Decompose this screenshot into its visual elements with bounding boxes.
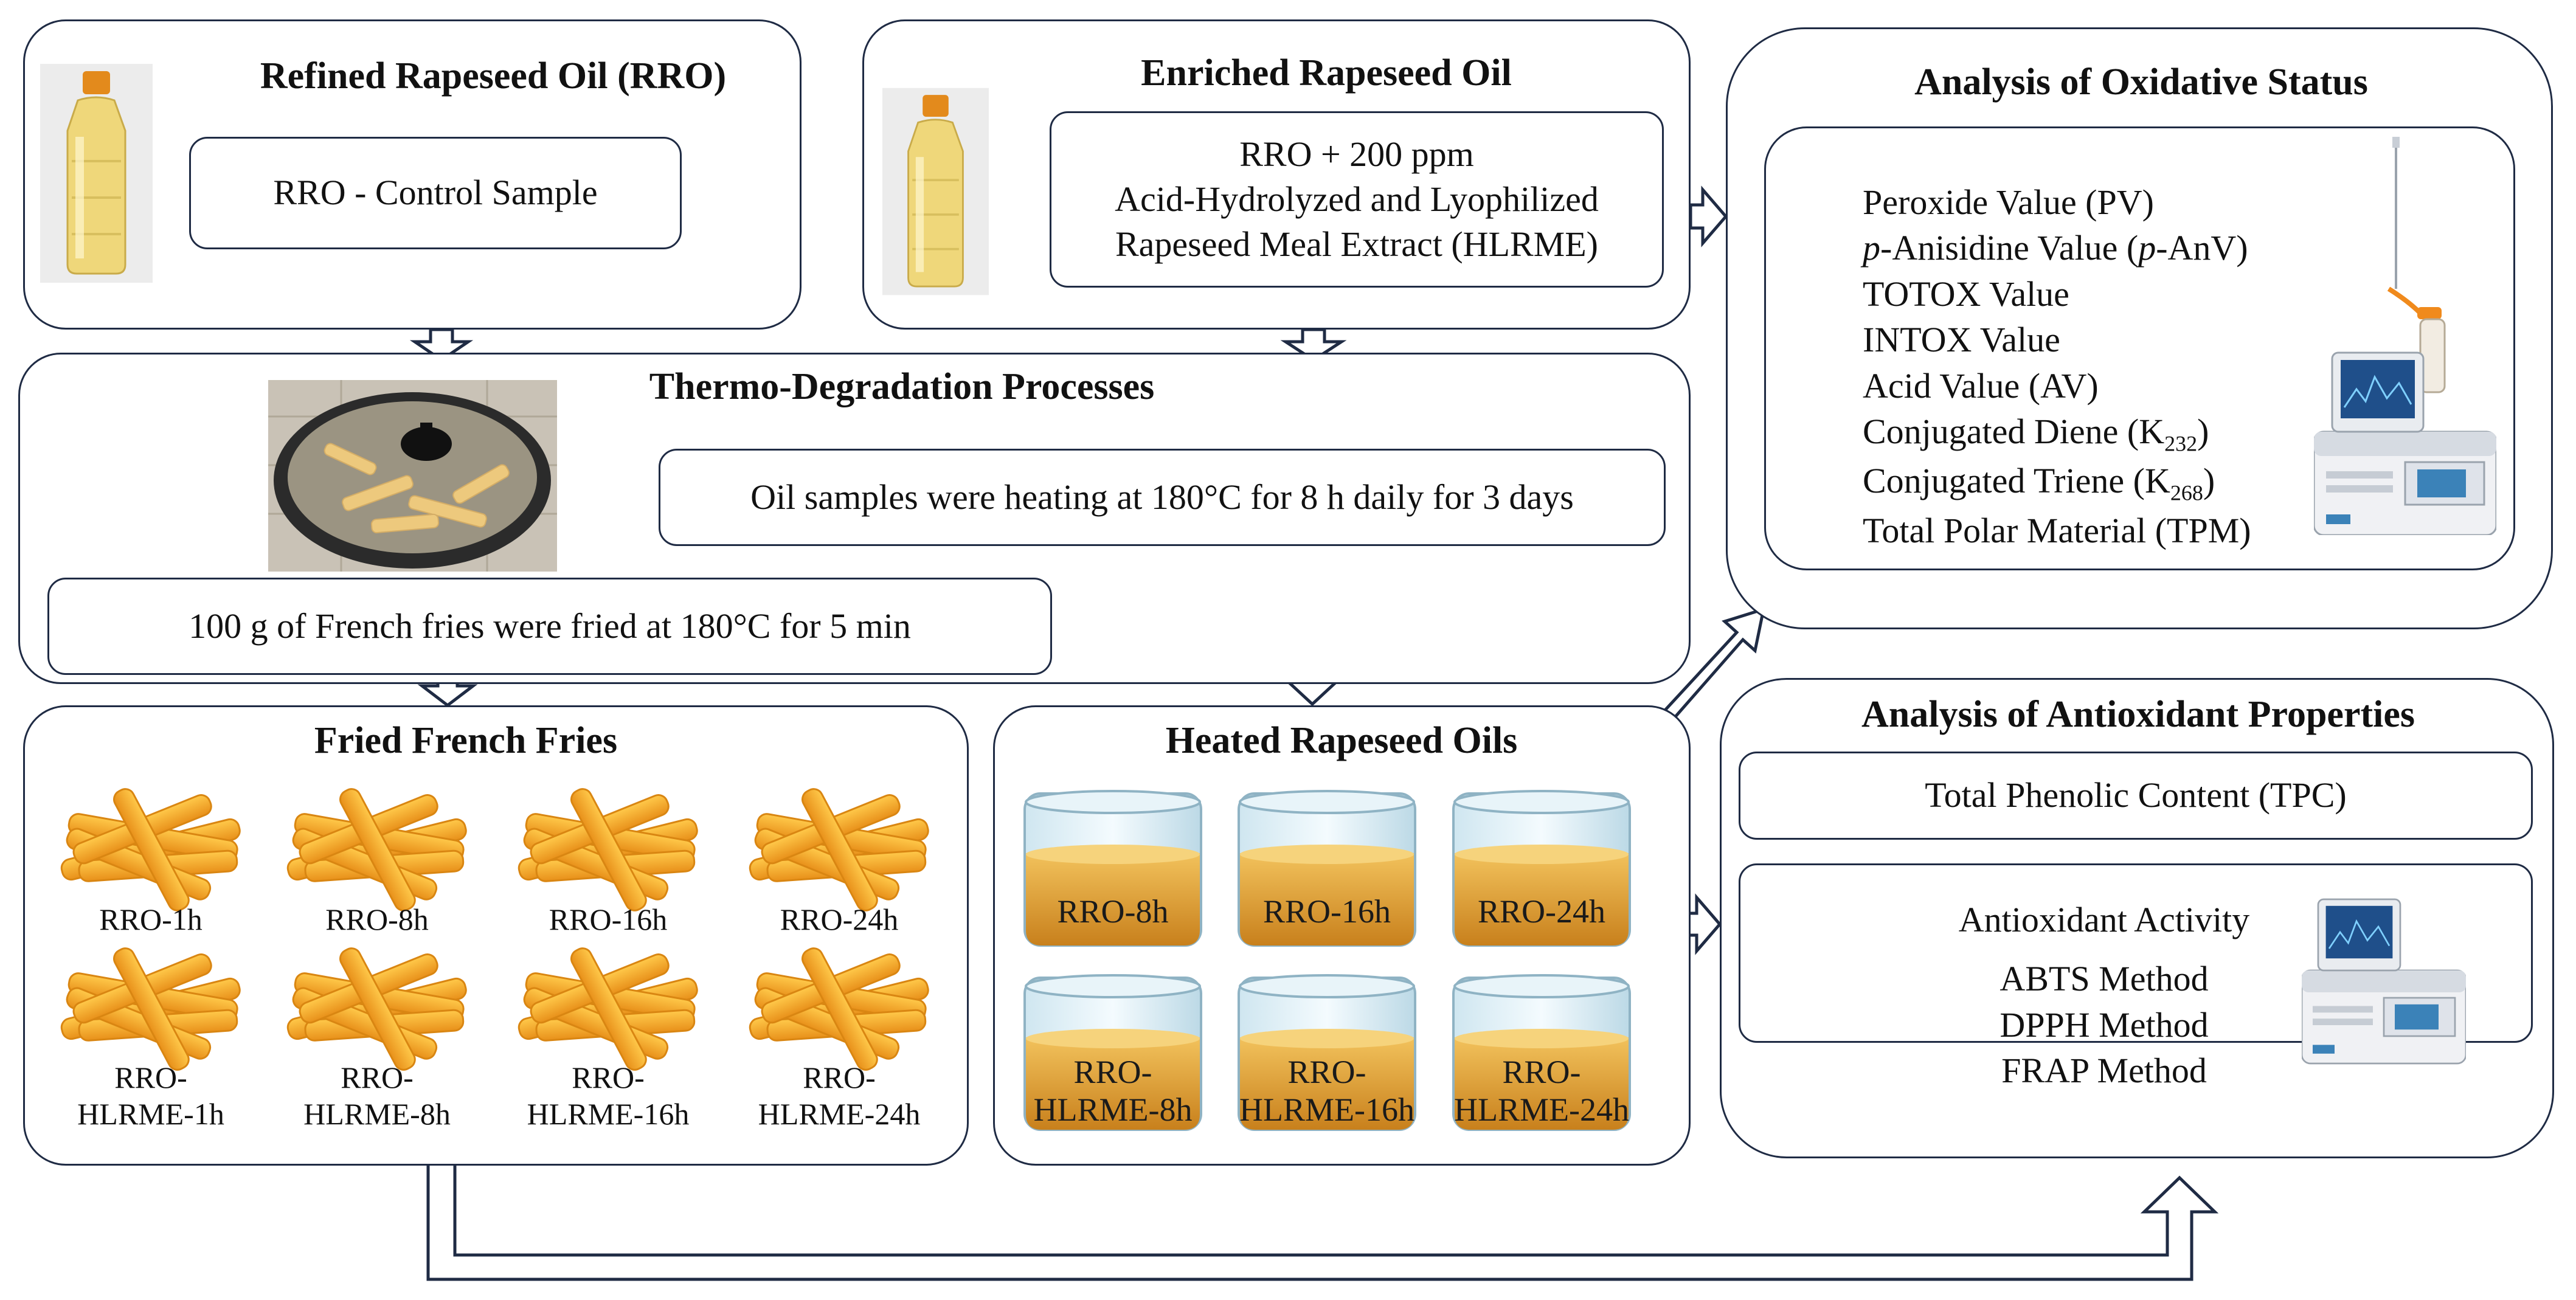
- fries-label-line: RRO-: [114, 1060, 187, 1094]
- frap-method: FRAP Method: [2001, 1051, 2207, 1091]
- composition-line-1: RRO + 200 ppm: [1239, 134, 1474, 174]
- antioxidant-box: Analysis of Antioxidant Properties Total…: [1720, 678, 2554, 1158]
- fries-label-rro-24h: RRO-24h: [780, 902, 899, 936]
- composition-line-3: Rapeseed Meal Extract (HLRME): [1115, 224, 1598, 264]
- spectrophotometer-icon: [2314, 351, 2496, 535]
- frying-pan-image: [268, 380, 557, 572]
- oil-label-line: RRO-: [1073, 1054, 1152, 1090]
- fries-label-line: HLRME-1h: [77, 1097, 224, 1131]
- fries-label-rro-8h: RRO-8h: [325, 902, 429, 936]
- oils-title: Heated Rapeseed Oils: [1165, 720, 1518, 761]
- diene-text: Conjugated Diene (K: [1863, 411, 2165, 451]
- totox-item: TOTOX Value: [1863, 274, 2069, 314]
- oil-label-line: RRO-: [1287, 1054, 1366, 1090]
- fries-label-rro-16h: RRO-16h: [549, 902, 668, 936]
- fries-label-line: HLRME-24h: [758, 1097, 921, 1131]
- dpph-method: DPPH Method: [2000, 1004, 2209, 1045]
- italic-p: p: [1863, 228, 1880, 268]
- pv-item: Peroxide Value (PV): [1863, 182, 2154, 222]
- oil-label-line: HLRME-8h: [1033, 1091, 1193, 1129]
- fries-label-rro-1h: RRO-1h: [99, 902, 203, 936]
- triene-text: Conjugated Triene (K: [1863, 461, 2170, 501]
- abts-method: ABTS Method: [2000, 959, 2209, 999]
- diene-item: Conjugated Diene (K232): [1863, 409, 2251, 458]
- paren: ): [2203, 461, 2215, 501]
- arrow-enriched-to-thermo: [1280, 328, 1347, 362]
- diene-subscript: 232: [2164, 431, 2198, 456]
- intox-item: INTOX Value: [1863, 320, 2060, 360]
- fries-label-hlrme-16h: RRO- HLRME-16h: [511, 1059, 705, 1132]
- fries-label-line: RRO-: [341, 1060, 414, 1094]
- heating-conditions: Oil samples were heating at 180°C for 8 …: [659, 449, 1666, 546]
- fries-label-line: RRO-: [803, 1060, 876, 1094]
- panv-item: p-Anisidine Value (p-AnV): [1863, 225, 2251, 271]
- fries-label-hlrme-8h: RRO- HLRME-8h: [280, 1059, 474, 1132]
- fries-label-hlrme-1h: RRO- HLRME-1h: [54, 1059, 248, 1132]
- antioxidant-methods-list: Antioxidant Activity ABTS Method DPPH Me…: [1952, 897, 2256, 1094]
- antioxidant-activity-label: Antioxidant Activity: [1958, 900, 2250, 939]
- fries-label-hlrme-24h: RRO- HLRME-24h: [742, 1059, 937, 1132]
- tpm-item: Total Polar Material (TPM): [1863, 510, 2251, 550]
- panv-text: -Anisidine Value (: [1880, 228, 2139, 268]
- arrow-enriched-to-oxidative: [1689, 185, 1728, 247]
- tpc-panel: Total Phenolic Content (TPC): [1739, 752, 2533, 840]
- frying-conditions: 100 g of French fries were fried at 180°…: [47, 578, 1052, 675]
- enriched-title: Enriched Rapeseed Oil: [1141, 52, 1512, 94]
- rro-box: Refined Rapeseed Oil (RRO) RRO - Control…: [23, 19, 802, 330]
- titration-burette-icon: [2387, 137, 2446, 393]
- oil-bottle-image: [882, 88, 989, 296]
- paren: ): [2197, 411, 2209, 451]
- oil-label-rro-8h: RRO-8h: [1057, 893, 1169, 930]
- fries-label-line: HLRME-16h: [527, 1097, 690, 1131]
- oil-label-line: HLRME-24h: [1454, 1091, 1629, 1129]
- triene-item: Conjugated Triene (K268): [1863, 458, 2251, 507]
- av-item: Acid Value (AV): [1863, 365, 2099, 406]
- oxidative-parameters-list: Peroxide Value (PV) p-Anisidine Value (p…: [1863, 179, 2251, 553]
- triene-subscript: 268: [2170, 480, 2203, 505]
- thermo-degradation-box: Thermo-Degradation Processes Oil samples…: [18, 353, 1691, 684]
- control-sample-label: RRO - Control Sample: [189, 137, 682, 249]
- spectrophotometer-icon: [2302, 898, 2466, 1065]
- fried-french-fries-box: Fried French Fries: [23, 705, 969, 1166]
- oxidative-title: Analysis of Oxidative Status: [1914, 61, 2368, 103]
- rro-title: Refined Rapeseed Oil (RRO): [260, 55, 727, 97]
- oil-label-hlrme-16h: RRO- HLRME-16h: [1230, 1053, 1424, 1129]
- arrow-fries-to-antioxidant: [426, 1161, 2219, 1281]
- composition-line-2: Acid-Hydrolyzed and Lyophilized: [1115, 179, 1599, 219]
- oil-label-hlrme-24h: RRO- HLRME-24h: [1444, 1053, 1639, 1129]
- enriched-oil-box: Enriched Rapeseed Oil RRO + 200 ppm Acid…: [862, 19, 1691, 330]
- panv-text: -AnV): [2156, 228, 2248, 268]
- oil-bottle-image: [40, 64, 153, 283]
- thermo-title: Thermo-Degradation Processes: [649, 366, 1155, 407]
- fries-title: Fried French Fries: [314, 720, 618, 761]
- oil-label-hlrme-8h: RRO- HLRME-8h: [1016, 1053, 1210, 1129]
- arrow-rro-to-thermo: [409, 328, 474, 362]
- enriched-composition: RRO + 200 ppm Acid-Hydrolyzed and Lyophi…: [1050, 111, 1664, 288]
- oil-label-rro-16h: RRO-16h: [1262, 893, 1391, 930]
- antioxidant-title: Analysis of Antioxidant Properties: [1861, 694, 2415, 735]
- oil-label-line: HLRME-16h: [1239, 1091, 1414, 1129]
- oil-label-line: RRO-: [1502, 1054, 1581, 1090]
- fries-label-line: RRO-: [572, 1060, 645, 1094]
- italic-p: p: [2138, 228, 2156, 268]
- oil-label-rro-24h: RRO-24h: [1477, 893, 1605, 930]
- fries-label-line: HLRME-8h: [303, 1097, 451, 1131]
